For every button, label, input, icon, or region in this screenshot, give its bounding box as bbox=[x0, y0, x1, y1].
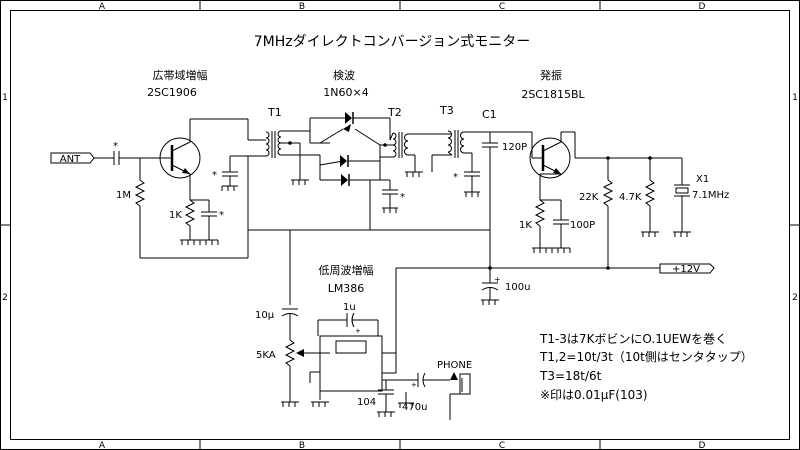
c-470u-label: 470u bbox=[402, 402, 427, 413]
frame-col-a-top: A bbox=[99, 2, 106, 12]
det-part-number: 1N60×4 bbox=[323, 86, 368, 99]
ant-label: ANT bbox=[60, 154, 81, 165]
t3-cap-star: * bbox=[453, 172, 458, 183]
frame-col-a-bottom: A bbox=[99, 441, 106, 450]
detector-output-cap: * bbox=[382, 180, 405, 213]
c-1u-label: 1u bbox=[343, 302, 356, 313]
af-section-title: 低周波増幅 bbox=[319, 264, 374, 277]
r-1m-label: 1M bbox=[116, 190, 131, 201]
r-4-7k-label: 4.7K bbox=[619, 192, 642, 203]
det-section-title: 検波 bbox=[333, 68, 355, 82]
bypass-cap-104: 104 bbox=[357, 380, 395, 417]
c-104-label: 104 bbox=[357, 397, 376, 408]
c1-label: C1 bbox=[482, 108, 497, 121]
frame-col-b-bottom: B bbox=[299, 441, 305, 450]
phone-jack: PHONE bbox=[437, 360, 472, 420]
x1-frequency: 7.1MHz bbox=[692, 190, 729, 201]
collector-bypass-cap: * bbox=[212, 155, 248, 191]
note-line-2: T1,2=10t/3t（10t側はセンタタップ） bbox=[539, 350, 753, 364]
supply-cap-plus: + bbox=[494, 275, 501, 284]
gain-cap-plus: + bbox=[355, 327, 361, 335]
power-label: +12V bbox=[672, 264, 700, 275]
c-10u-label: 10μ bbox=[255, 310, 275, 321]
frame-col-d-top: D bbox=[699, 2, 706, 12]
t2-label: T2 bbox=[387, 106, 402, 119]
emitter-ground bbox=[180, 239, 219, 245]
c-100p-label: 100P bbox=[570, 220, 595, 231]
osc-transistor-2sc1815 bbox=[529, 131, 682, 200]
r-1k-emitter-label: 1K bbox=[169, 210, 182, 221]
note-line-3: T3=18t/6t bbox=[539, 369, 602, 383]
capacitor-c1: C1 120P bbox=[482, 108, 533, 268]
note-line-1: T1-3は7KボビンにO.1UEWを巻く bbox=[539, 332, 727, 346]
det-cap-star: * bbox=[400, 192, 405, 203]
emitter-cap-star: * bbox=[219, 210, 224, 221]
volume-pot-5ka: 5KA bbox=[256, 339, 330, 407]
diode-ring-1n60 bbox=[300, 112, 391, 186]
t1-label: T1 bbox=[267, 106, 282, 119]
amp-section-title: 広帯域増幅 bbox=[153, 69, 208, 82]
output-cap-470u: + 470u bbox=[398, 372, 450, 413]
lm386-ic bbox=[309, 268, 418, 407]
t3-label: T3 bbox=[439, 104, 454, 117]
frame-col-b-top: B bbox=[299, 2, 305, 12]
frame-row-2-left: 2 bbox=[2, 293, 8, 303]
collector-cap-star: * bbox=[212, 170, 217, 181]
emitter-network: 1K * bbox=[169, 190, 224, 240]
crystal-x1: X1 7.1MHz bbox=[673, 158, 729, 237]
input-cap-star: * bbox=[113, 141, 118, 152]
frame-col-d-bottom: D bbox=[699, 441, 706, 450]
supply-decoupling-cap: + 100u bbox=[481, 268, 530, 305]
frame-col-c-top: C bbox=[499, 2, 505, 12]
power-connector-12v: +12V bbox=[659, 263, 715, 275]
osc-section-title: 発振 bbox=[540, 68, 562, 82]
frame-row-2-right: 2 bbox=[792, 293, 798, 303]
c-100u-label: 100u bbox=[505, 282, 530, 293]
frame-col-c-bottom: C bbox=[499, 441, 505, 450]
transformer-t2: T2 bbox=[380, 106, 423, 177]
ant-connector: ANT bbox=[50, 152, 114, 165]
winding-notes: T1-3は7KボビンにO.1UEWを巻く T1,2=10t/3t（10t側はセン… bbox=[539, 332, 753, 402]
af-part-number: LM386 bbox=[328, 282, 365, 295]
r-1k-osc-label: 1K bbox=[519, 220, 532, 231]
amp-transistor-2sc1906 bbox=[159, 119, 201, 190]
transformer-t3: T3 * bbox=[415, 104, 490, 197]
c1-value: 120P bbox=[502, 142, 527, 153]
diagram-title: 7MHzダイレクトコンバージョン式モニター bbox=[254, 34, 531, 50]
output-cap-plus: + bbox=[411, 381, 417, 389]
input-coupling-capacitor: * bbox=[113, 141, 162, 165]
gain-cap-1u: 1u + bbox=[317, 302, 379, 336]
resistor-4-7k: 4.7K bbox=[619, 156, 659, 237]
osc-emitter-network: 1K 100P bbox=[519, 199, 595, 253]
r-22k-label: 22K bbox=[579, 192, 599, 203]
frame-row-1-right: 1 bbox=[792, 93, 798, 103]
transformer-t1: T1 bbox=[265, 106, 320, 185]
resistor-22k: 22K bbox=[579, 156, 614, 268]
phone-label: PHONE bbox=[437, 360, 472, 371]
amp-part-number: 2SC1906 bbox=[147, 86, 197, 99]
x1-label: X1 bbox=[696, 174, 709, 185]
input-cap-10u: 10μ bbox=[255, 308, 299, 340]
note-line-4: ※印は0.01μF(103) bbox=[540, 388, 648, 402]
bias-resistor-1m: 1M bbox=[116, 158, 248, 259]
frame-row-1-left: 1 bbox=[2, 93, 8, 103]
osc-part-number: 2SC1815BL bbox=[521, 88, 585, 101]
vr-label: 5KA bbox=[256, 350, 276, 361]
